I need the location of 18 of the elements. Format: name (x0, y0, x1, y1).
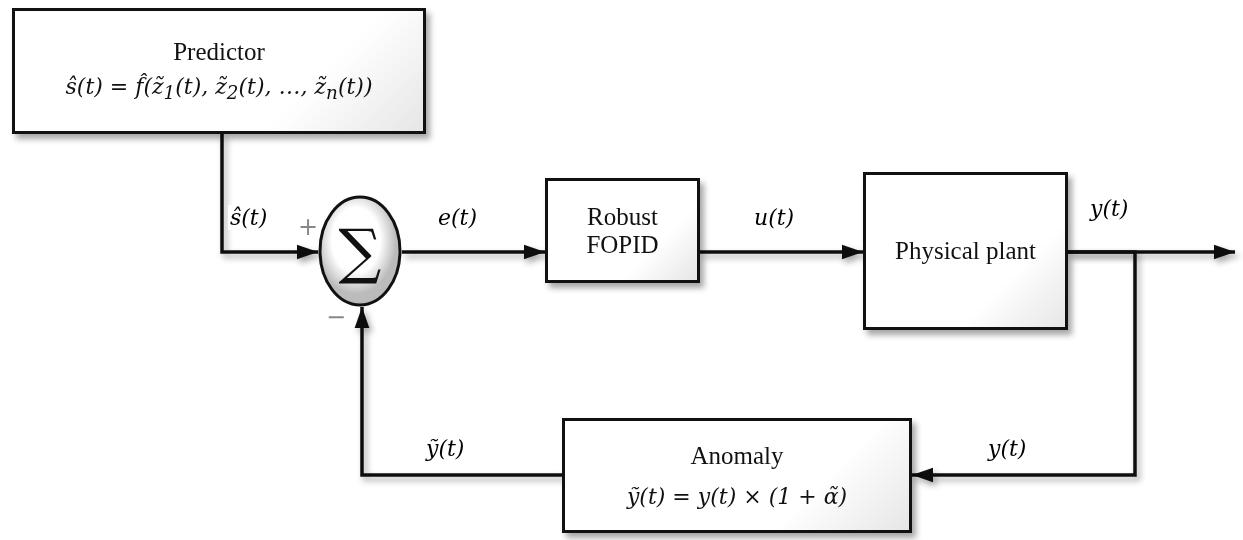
plus-sign: + (298, 215, 319, 239)
block-title: Robust FOPID (585, 202, 660, 259)
block-title: Physical plant (895, 237, 1036, 265)
minus-sign: − (326, 305, 347, 329)
arrow (220, 134, 318, 260)
formula: ỹ(t) = y(t) × (1 + α̃) (626, 484, 848, 509)
block-box (562, 418, 912, 533)
block-title: Predictor (173, 38, 265, 67)
formula: ŝ(t) = f̂(z̃$_{1}$(t), z̃$_{2}$(t), …, z̃$_{n}$(t)) (65, 74, 373, 104)
block-box (545, 178, 700, 283)
block-title: Anomaly (690, 442, 784, 470)
block-box (863, 172, 1068, 330)
arrow (700, 244, 863, 260)
block-box (12, 8, 426, 134)
arrow (912, 250, 1137, 483)
arrow (402, 244, 545, 260)
summing-junction (318, 195, 402, 307)
arrow (354, 307, 562, 477)
